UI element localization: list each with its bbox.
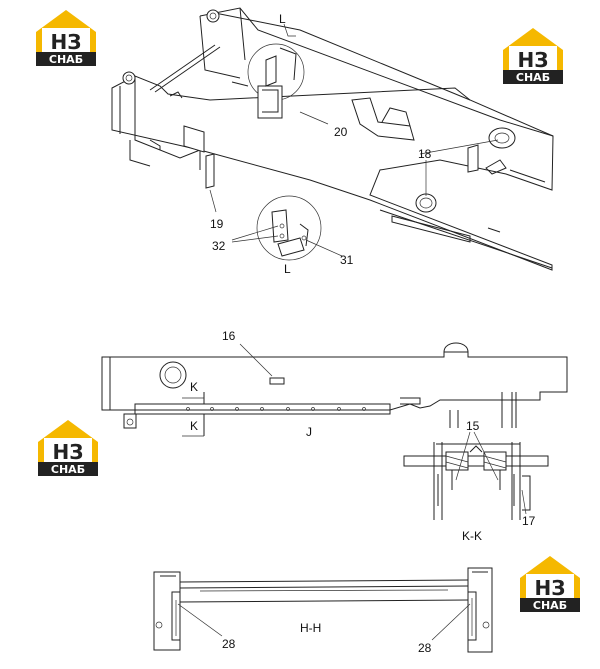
logo-top-left: НЗ СНАБ <box>36 10 96 66</box>
label-l-bottom: L <box>284 262 291 276</box>
leaders-top <box>209 23 499 257</box>
logo-mid-left: НЗ СНАБ <box>38 420 98 476</box>
label-31: 31 <box>340 253 354 267</box>
label-15: 15 <box>466 419 480 433</box>
label-20: 20 <box>334 125 348 139</box>
label-k-bottom: K <box>190 419 198 433</box>
label-32: 32 <box>212 239 226 253</box>
section-kk-view <box>403 431 549 520</box>
frame-isometric-view <box>111 7 554 271</box>
logo-word: СНАБ <box>533 599 567 612</box>
label-l-top: L <box>279 12 286 26</box>
label-28-right: 28 <box>418 641 432 655</box>
label-28-left: 28 <box>222 637 236 651</box>
logo-word: СНАБ <box>51 463 85 476</box>
detail-circle-l-bottom <box>256 195 322 261</box>
label-18: 18 <box>418 147 432 161</box>
logo-word: СНАБ <box>49 53 83 66</box>
label-k-top: K <box>190 380 198 394</box>
section-hh-view <box>153 567 493 653</box>
callout-labels: L 20 18 19 32 31 L 16 K K J 15 17 K-K H-… <box>190 12 536 655</box>
label-16: 16 <box>222 329 236 343</box>
label-j: J <box>306 425 312 439</box>
logo-mark: НЗ <box>51 30 82 54</box>
logo-mark: НЗ <box>518 48 549 72</box>
label-19: 19 <box>210 217 224 231</box>
label-hh: H-H <box>300 621 321 635</box>
logo-bottom-right: НЗ СНАБ <box>520 556 580 612</box>
label-17: 17 <box>522 514 536 528</box>
frame-side-view <box>101 342 568 437</box>
logo-mark: НЗ <box>53 440 84 464</box>
label-kk: K-K <box>462 529 482 543</box>
logo-mark: НЗ <box>535 576 566 600</box>
logo-word: СНАБ <box>516 71 550 84</box>
logo-top-right: НЗ СНАБ <box>503 28 563 84</box>
